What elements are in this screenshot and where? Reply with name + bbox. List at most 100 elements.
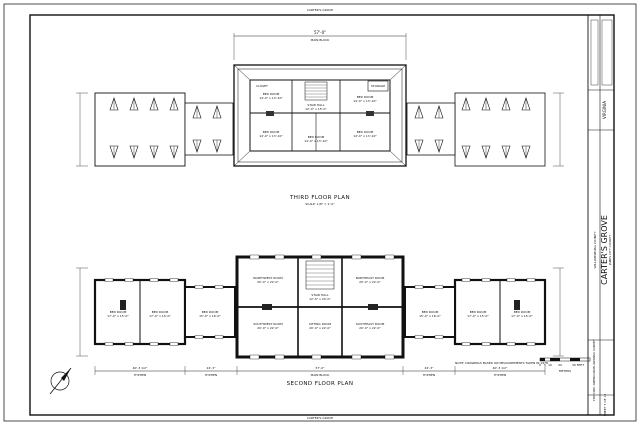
window-icon bbox=[124, 278, 134, 282]
window-icon bbox=[351, 354, 362, 360]
second-floor-room-name: BED ROOM bbox=[514, 310, 531, 314]
second-floor-room-dims: 20'-0" x 22'-0" bbox=[309, 326, 331, 330]
second-floor-room-name: BED ROOM bbox=[110, 310, 127, 314]
second-floor-stair bbox=[305, 260, 335, 290]
second-floor-room-dims: 17'-0" x 15'-0" bbox=[107, 314, 129, 318]
window-icon bbox=[414, 285, 424, 289]
second-floor-room-dims: 12'-0" x 24'-0" bbox=[309, 297, 331, 301]
title-block-name: CARTER'S GROVE bbox=[600, 215, 609, 285]
second-floor-room-name: SITTING ROOM bbox=[309, 322, 332, 326]
second-floor-room-name: BED ROOM bbox=[422, 310, 439, 314]
third-floor-top-dimension: 57'-0" bbox=[314, 30, 326, 35]
north-arrow-icon bbox=[49, 367, 72, 395]
dormer-icon bbox=[169, 145, 179, 159]
third-floor-room-dims: 14'-0" x 13'-10" bbox=[259, 96, 283, 100]
title-block: CARTER'S GROVE JAMES CITY COUNTY WILLIAM… bbox=[587, 15, 614, 416]
dormer-icon bbox=[149, 145, 159, 159]
scale-bar-label: 10 bbox=[548, 363, 552, 367]
third-floor-room-dims: 14'-0" x 13'-10" bbox=[259, 134, 283, 138]
dormer-icon bbox=[434, 105, 444, 119]
third-floor-room-dims: 14'-0" x 13'-10" bbox=[353, 134, 377, 138]
top-center-text: CARTER'S GROVE bbox=[307, 8, 333, 12]
window-icon bbox=[249, 254, 260, 260]
dormer-icon bbox=[434, 139, 444, 153]
third-floor-room-name: CLOSET bbox=[256, 84, 268, 88]
window-icon bbox=[169, 278, 179, 282]
dormer-icon bbox=[192, 139, 202, 153]
window-icon bbox=[194, 285, 204, 289]
third-floor-right-hyphen-roof bbox=[406, 102, 456, 156]
dormer-icon bbox=[192, 105, 202, 119]
dormer-icon bbox=[414, 105, 424, 119]
dimension-value: 40'-3 1/2" bbox=[133, 366, 148, 370]
second-floor-room-name: SOUTHWEST ROOM bbox=[253, 322, 283, 326]
second-floor-room-dims: 20'-0" x 22'-0" bbox=[359, 326, 381, 330]
third-floor-room-name: STORAGE bbox=[371, 84, 385, 88]
window-icon bbox=[481, 278, 491, 282]
third-floor-top-dimension-label: MAIN BLOCK bbox=[311, 38, 331, 42]
scale-bar-label: 30 FEET bbox=[572, 363, 584, 367]
scale-bar-label: 20 bbox=[558, 363, 562, 367]
outer-border bbox=[3, 3, 637, 422]
second-floor-title: SECOND FLOOR PLAN bbox=[287, 381, 354, 387]
title-block-state: VIRGINIA bbox=[602, 101, 607, 119]
second-floor-room-name: SOUTHEAST ROOM bbox=[356, 322, 385, 326]
third-floor-room-name: BED ROOM bbox=[357, 130, 374, 134]
window-icon bbox=[149, 278, 159, 282]
window-icon bbox=[194, 335, 204, 339]
dimension-label: HYPHEN bbox=[134, 373, 146, 377]
window-icon bbox=[274, 354, 285, 360]
window-icon bbox=[526, 278, 536, 282]
second-floor-room-dims: 17'-0" x 15'-0" bbox=[149, 314, 171, 318]
dimension-value: 57'-0" bbox=[315, 366, 325, 370]
third-floor-room-dims: 14'-0" x 13'-10" bbox=[353, 99, 377, 103]
window-icon bbox=[351, 254, 362, 260]
second-floor-room-name: NORTHWEST ROOM bbox=[253, 276, 283, 280]
second-floor-left-hyphen bbox=[184, 286, 236, 338]
dormer-icon bbox=[129, 97, 139, 111]
window-icon bbox=[481, 342, 491, 346]
dormer-icon bbox=[414, 139, 424, 153]
dormer-icon bbox=[149, 97, 159, 111]
dimension-label: HYPHEN bbox=[494, 373, 506, 377]
dormer-icon bbox=[109, 97, 119, 111]
window-icon bbox=[414, 335, 424, 339]
second-floor-room-dims: 20'-0" x 22'-0" bbox=[257, 326, 279, 330]
inner-border bbox=[29, 14, 615, 416]
third-floor-stair bbox=[304, 81, 328, 101]
scale-bar-meters-label: METERS bbox=[559, 369, 571, 373]
second-floor-room-dims: 20'-0" x 22'-0" bbox=[257, 280, 279, 284]
second-floor-room-dims: 17'-0" x 15'-0" bbox=[511, 314, 533, 318]
third-floor-title: THIRD FLOOR PLAN bbox=[289, 195, 350, 201]
window-icon bbox=[506, 342, 516, 346]
title-block-location: WILLIAMSBURG VICINITY bbox=[593, 231, 597, 268]
title-block-county: JAMES CITY COUNTY bbox=[608, 235, 612, 267]
window-icon bbox=[384, 354, 395, 360]
second-floor-room-dims: 15'-0" x 16'-0" bbox=[419, 314, 441, 318]
third-floor-scale: SCALE: 1/8" = 1'-0" bbox=[305, 202, 335, 206]
window-icon bbox=[506, 278, 516, 282]
window-icon bbox=[249, 354, 260, 360]
second-floor-room-name: STAIR HALL bbox=[311, 293, 328, 297]
dimension-value: 24'-3" bbox=[206, 366, 216, 370]
dormer-icon bbox=[521, 145, 531, 159]
window-icon bbox=[434, 285, 444, 289]
third-floor-room-name: BED ROOM bbox=[263, 130, 280, 134]
second-floor-room-dims: 20'-0" x 22'-0" bbox=[359, 280, 381, 284]
third-floor-room-name: BED ROOM bbox=[357, 95, 374, 99]
second-floor-windows bbox=[104, 254, 536, 360]
window-icon bbox=[124, 342, 134, 346]
dormer-icon bbox=[212, 105, 222, 119]
window-icon bbox=[214, 285, 224, 289]
dormer-icon bbox=[109, 145, 119, 159]
window-icon bbox=[104, 278, 114, 282]
drawing-notes: NOTE: DRAWINGS BASED ON MEASUREMENTS TAK… bbox=[455, 361, 548, 365]
third-floor-right-wing-roof bbox=[454, 92, 546, 167]
dimension-label: HYPHEN bbox=[423, 373, 435, 377]
